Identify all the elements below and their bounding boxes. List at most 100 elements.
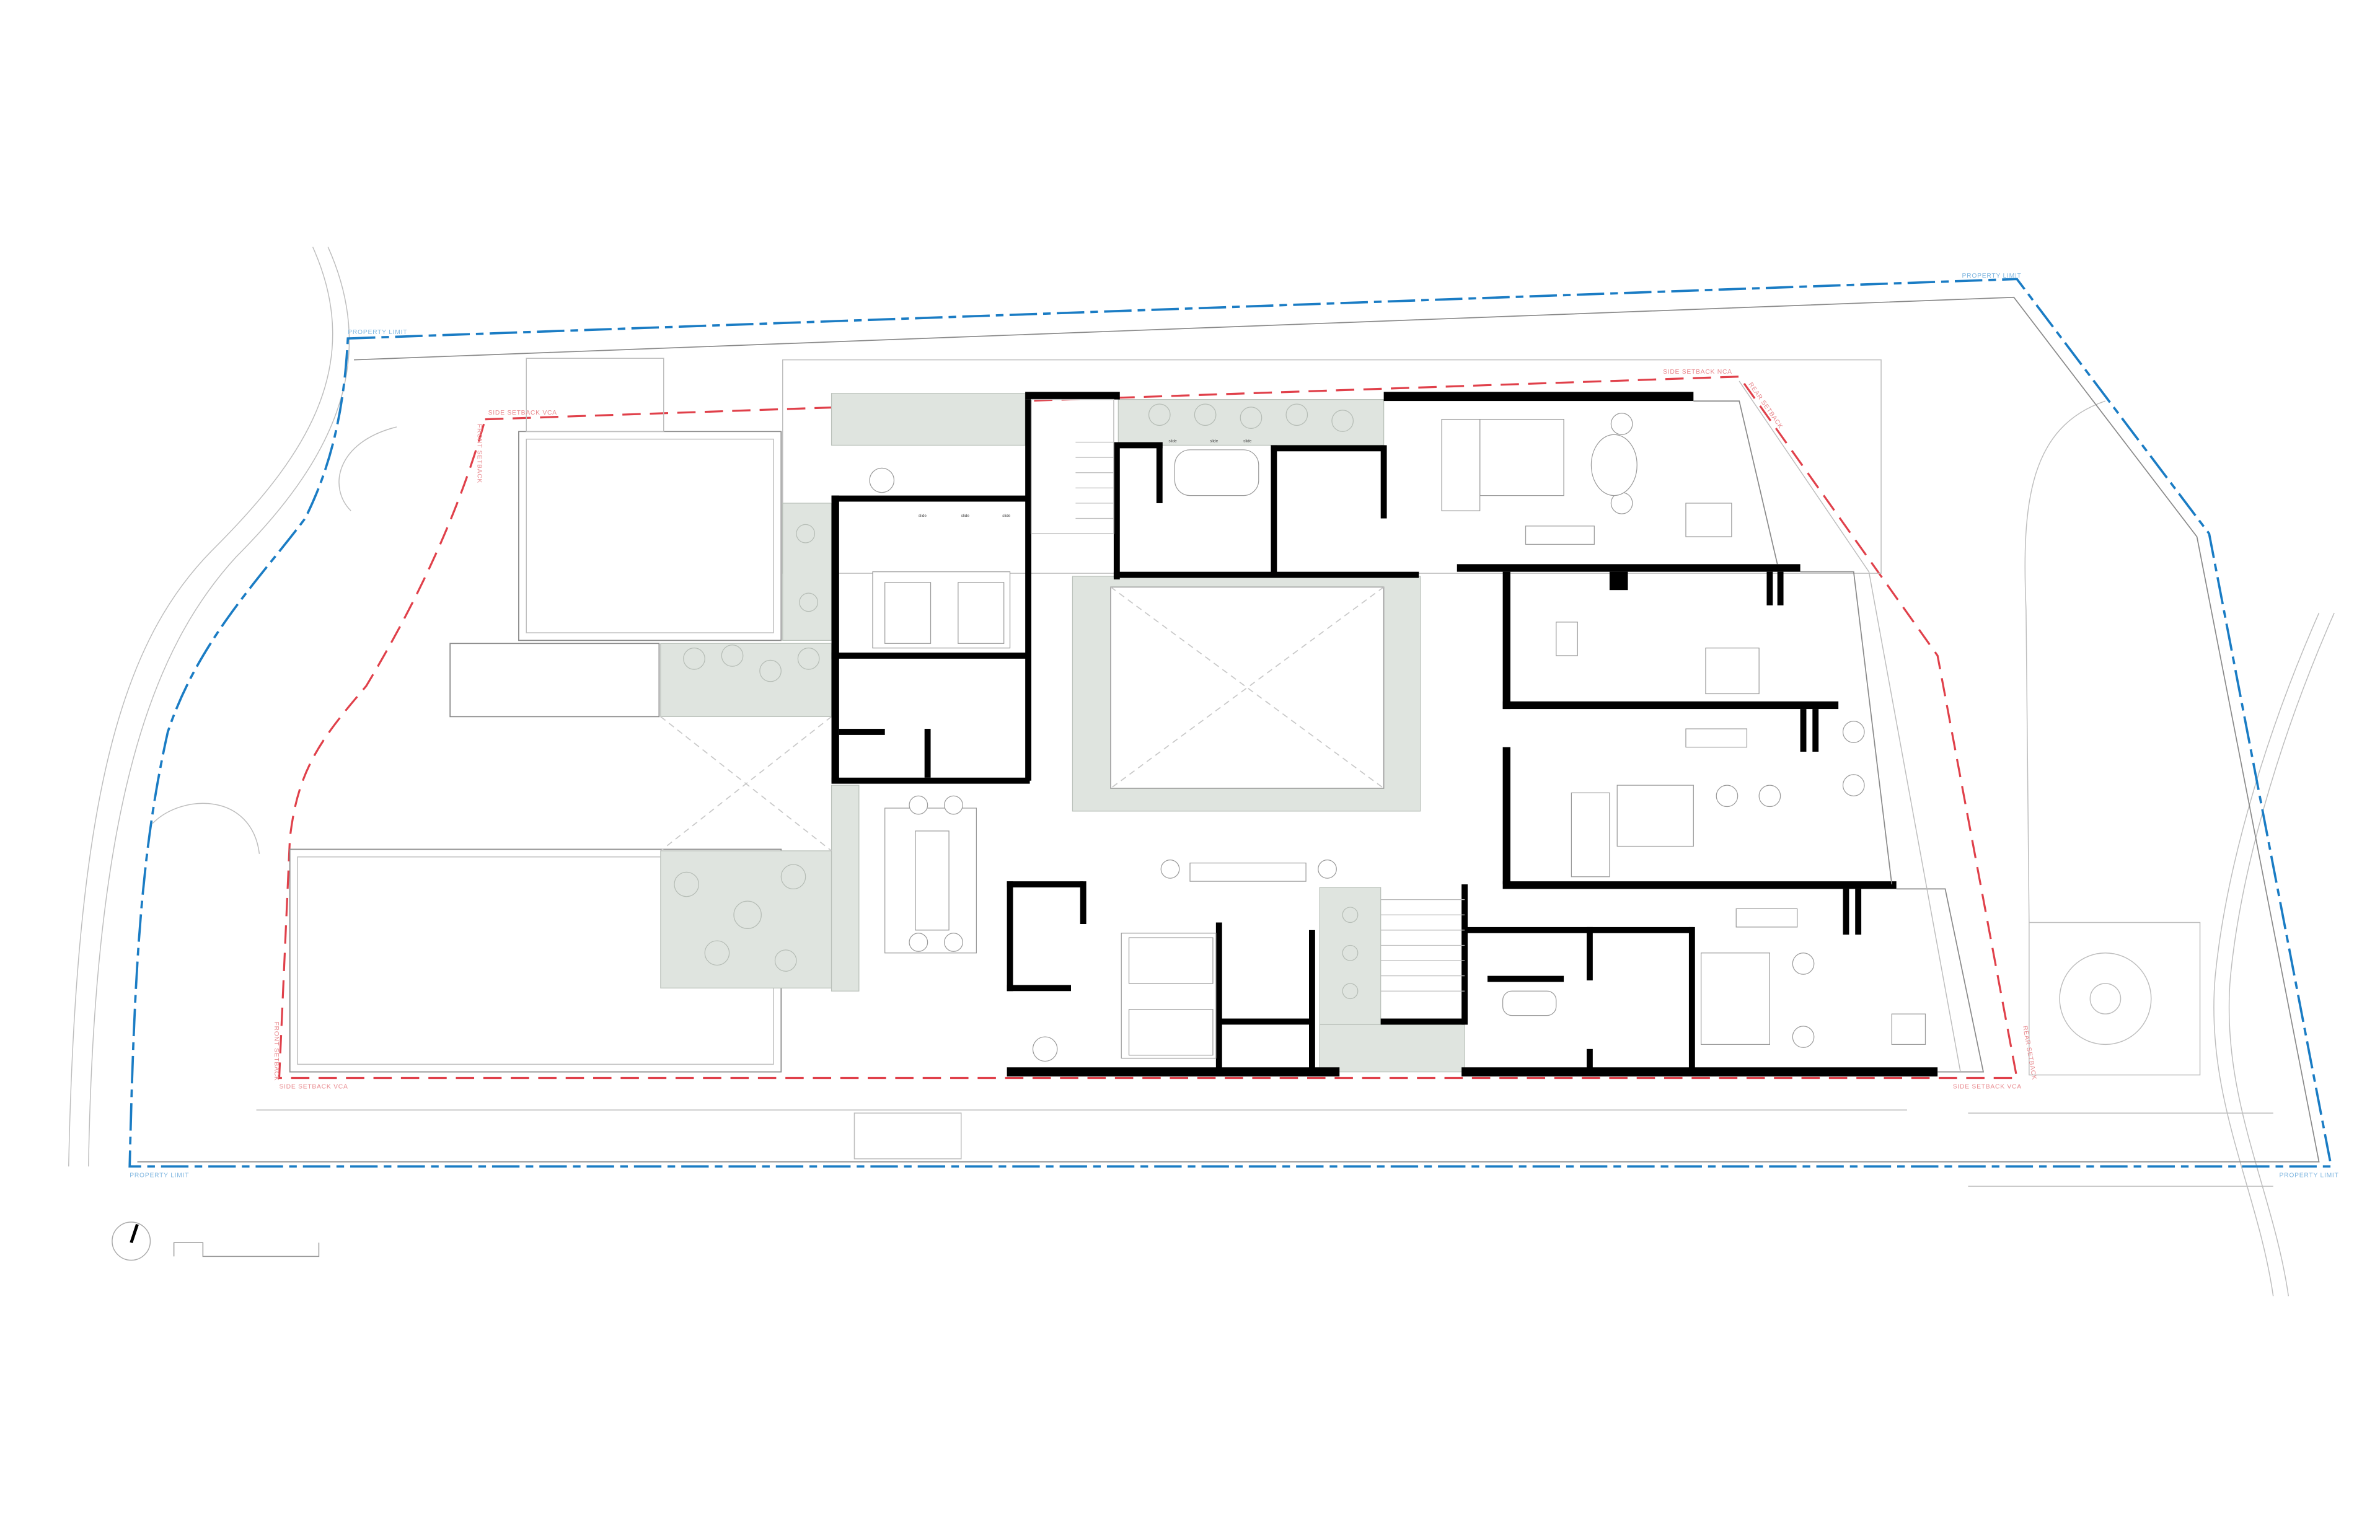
dining-table: [915, 830, 950, 931]
sofa: [1441, 418, 1481, 511]
wall: [1113, 442, 1163, 449]
wall: [1457, 564, 1800, 572]
planting-bed: [1319, 1024, 1465, 1073]
setback-label: FRONT SETBACK: [273, 1021, 280, 1081]
slide-note: slide: [961, 514, 970, 518]
wall: [924, 729, 931, 778]
shrub-icon: [1331, 410, 1354, 432]
wall: [1502, 881, 1897, 889]
wall: [1812, 709, 1819, 752]
wall: [1468, 926, 1694, 933]
wall: [1007, 881, 1083, 887]
planting-bed: [831, 785, 860, 992]
shrub-icon: [1342, 944, 1359, 961]
slide-note: slide: [1210, 439, 1219, 444]
shrub-icon: [780, 864, 806, 890]
wall: [1215, 922, 1222, 1075]
shrub-icon: [721, 645, 744, 667]
shrub-icon: [774, 949, 797, 972]
chair: [1842, 774, 1865, 796]
setback-label: SIDE SETBACK NCA: [1663, 369, 1732, 376]
shrub-icon: [1194, 403, 1217, 426]
shrub-icon: [1285, 403, 1308, 426]
wall: [1113, 571, 1419, 578]
landscape-planting: [660, 393, 1465, 1073]
shrub-icon: [1148, 403, 1171, 426]
chair: [1716, 785, 1739, 807]
chair: [1160, 860, 1180, 879]
bathtub: [1502, 990, 1557, 1016]
chair: [1758, 785, 1781, 807]
wall: [1587, 1049, 1593, 1072]
setback-label: SIDE SETBACK VCA: [279, 1084, 348, 1091]
wall: [1271, 445, 1386, 452]
wall: [1215, 1018, 1314, 1025]
wall: [1156, 442, 1163, 503]
wall: [1383, 392, 1694, 402]
bed: [1616, 785, 1694, 847]
shrub-icon: [759, 659, 782, 682]
wall: [1855, 889, 1862, 935]
planting-bed: [660, 850, 832, 988]
shrub-icon: [683, 648, 705, 670]
scale-bar: [173, 1242, 320, 1257]
wall: [1688, 926, 1695, 1072]
door-notes-bath-top: slide slide slide: [1169, 439, 1252, 444]
bed: [1701, 953, 1770, 1045]
round-table: [1590, 434, 1637, 496]
site-boundary: [137, 296, 2320, 1163]
shrub-icon: [733, 900, 762, 929]
wall: [1461, 884, 1468, 1025]
slide-note: slide: [1169, 439, 1178, 444]
wall: [1007, 985, 1071, 992]
property-limit-label: PROPERTY LIMIT: [2280, 1172, 2339, 1179]
chair: [1032, 1036, 1058, 1062]
shrub-icon: [799, 592, 819, 612]
desk: [1735, 908, 1798, 928]
planting-bed: [660, 643, 832, 718]
wall: [1502, 571, 1510, 710]
shrub-icon: [704, 940, 730, 966]
wall: [839, 729, 885, 735]
wall: [1587, 926, 1593, 981]
bathtub: [1174, 449, 1259, 496]
bed: [958, 582, 1005, 644]
wall: [1080, 881, 1086, 924]
chair: [869, 467, 895, 493]
bed: [1705, 648, 1760, 695]
setback-label: FRONT SETBACK: [475, 424, 482, 483]
setback-line: [278, 376, 2019, 1080]
wall: [831, 495, 839, 783]
cabinet: [1556, 622, 1578, 656]
wall: [1380, 445, 1387, 519]
planting-bed: [782, 503, 832, 641]
road-curbs: [68, 247, 2335, 1296]
wall: [1380, 1018, 1468, 1025]
desk: [1685, 728, 1748, 748]
chair: [1842, 721, 1865, 743]
shrub-icon: [1240, 407, 1263, 429]
wall: [831, 653, 1027, 659]
wall: [1843, 889, 1849, 935]
furniture: [869, 413, 1926, 1062]
wall: [1609, 571, 1628, 591]
armchair: [1685, 503, 1732, 537]
setback-label: SIDE SETBACK VCA: [488, 410, 557, 416]
bed: [1128, 1009, 1214, 1056]
wall: [1007, 1067, 1340, 1077]
wall: [1488, 975, 1564, 982]
setback-label: SIDE SETBACK VCA: [1953, 1084, 2022, 1091]
stairs: [1075, 441, 1465, 992]
property-limit-label: PROPERTY LIMIT: [1962, 273, 2022, 279]
wall: [1007, 881, 1013, 992]
shrub-icon: [796, 524, 816, 543]
bench: [1189, 862, 1307, 882]
bed: [1479, 418, 1564, 496]
wall: [1025, 392, 1120, 400]
setback-label: REAR SETBACK: [2021, 1025, 2037, 1080]
slide-note: slide: [1243, 439, 1252, 444]
wall: [1777, 571, 1784, 605]
wall: [1502, 701, 1839, 710]
wall: [1271, 445, 1277, 574]
